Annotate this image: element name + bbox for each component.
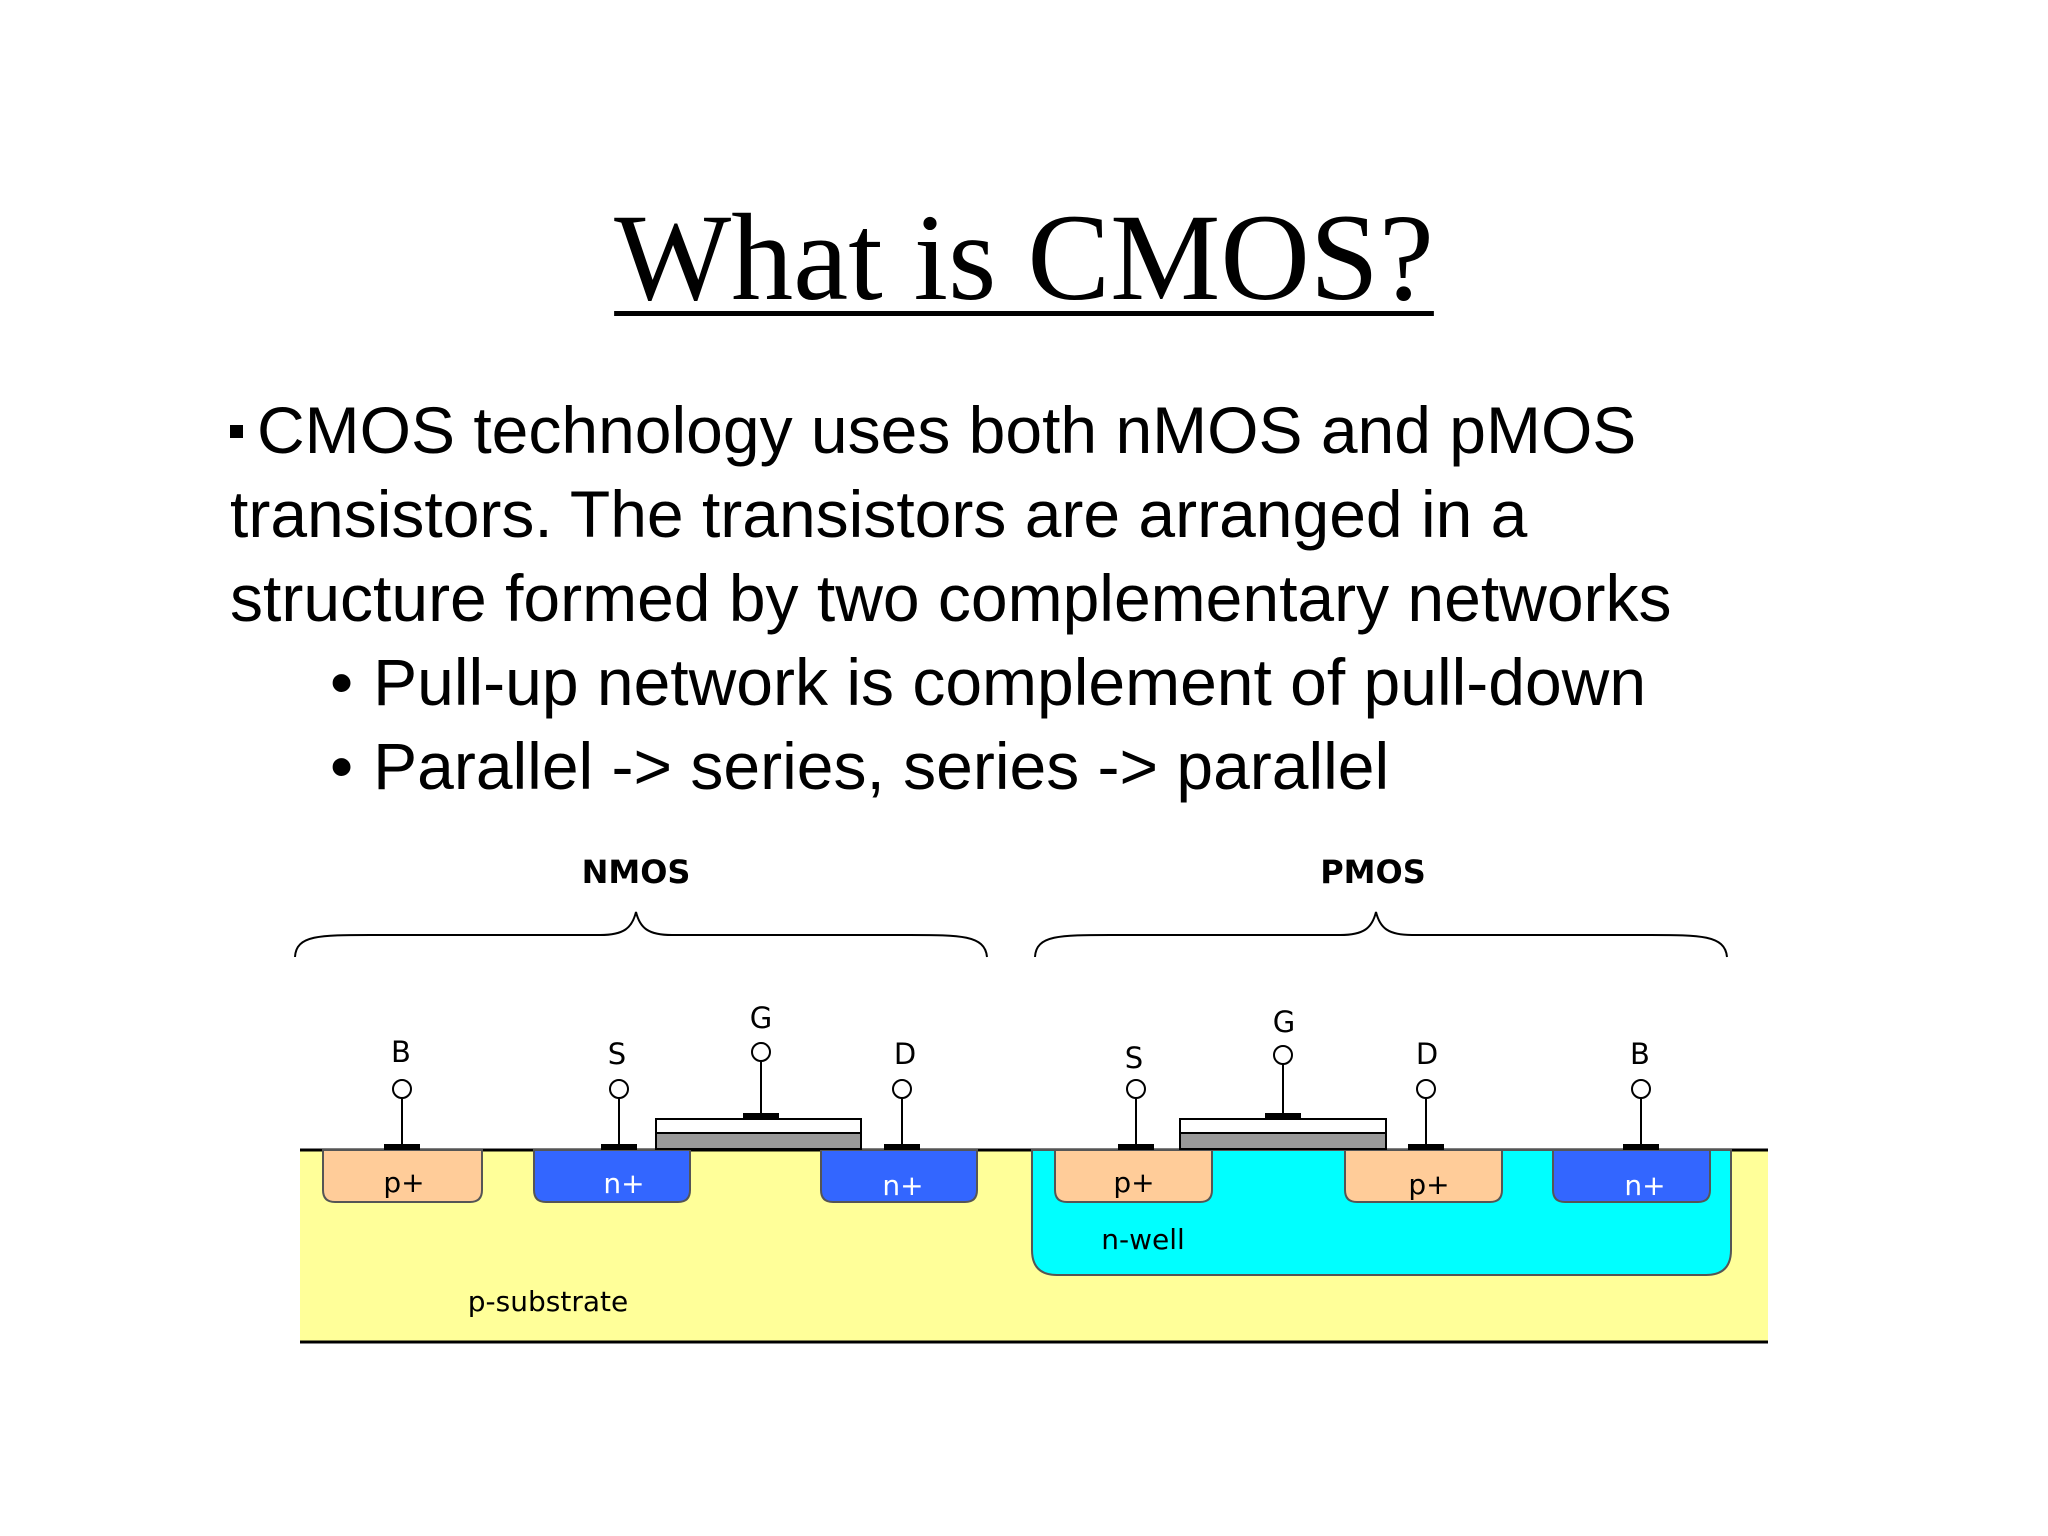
nmos-drain-label: n+	[882, 1169, 923, 1202]
pmos-label: PMOS	[1320, 853, 1426, 891]
p-substrate-label: p-substrate	[468, 1285, 628, 1318]
pmos-drain-p-plus	[1344, 1149, 1503, 1203]
sub-bullet-2-text: Parallel -> series, series -> parallel	[373, 729, 1390, 803]
nmos-label: NMOS	[582, 853, 691, 891]
nmos-body-label: p+	[383, 1166, 424, 1199]
pmos-terminal-d	[1408, 1079, 1444, 1150]
main-bullet-text-1: CMOS technology uses both nMOS and pMOS	[257, 393, 1637, 467]
slide-title-text: What is CMOS?	[614, 189, 1434, 326]
pmos-terminal-s	[1118, 1079, 1154, 1150]
pmos-body-n-plus	[1552, 1149, 1711, 1203]
pmos-source-p-plus	[1054, 1149, 1213, 1203]
nmos-d-label: D	[894, 1037, 916, 1071]
bullet-dot-icon: •	[330, 729, 354, 803]
pmos-b-label: B	[1630, 1037, 1650, 1071]
nmos-source-n-plus	[533, 1149, 691, 1203]
nmos-gate-oxide	[655, 1132, 862, 1150]
square-bullet-icon	[230, 425, 243, 439]
pmos-drain-label: p+	[1408, 1168, 1449, 1201]
pmos-gate-oxide	[1179, 1132, 1387, 1150]
nmos-brace	[294, 911, 988, 958]
main-bullet-line-1: CMOS technology uses both nMOS and pMOS	[230, 388, 1850, 472]
sub-bullet-2: • Parallel -> series, series -> parallel	[330, 724, 1389, 808]
nmos-body-p-plus	[322, 1149, 483, 1203]
main-bullet-line-2: transistors. The transistors are arrange…	[230, 477, 1528, 551]
sub-bullet-1-text: Pull-up network is complement of pull-do…	[373, 645, 1647, 719]
n-well-label: n-well	[1101, 1223, 1185, 1256]
bullet-dot-icon: •	[330, 645, 354, 719]
nmos-terminal-g	[743, 1042, 779, 1119]
nmos-g-label: G	[750, 1001, 772, 1035]
pmos-source-label: p+	[1113, 1166, 1154, 1199]
nmos-s-label: S	[608, 1037, 626, 1071]
pmos-body-label: n+	[1624, 1169, 1665, 1202]
main-bullet: CMOS technology uses both nMOS and pMOS …	[230, 388, 1850, 640]
slide-title: What is CMOS?	[0, 196, 2048, 320]
sub-bullet-1: • Pull-up network is complement of pull-d…	[330, 640, 1646, 724]
pmos-terminal-b	[1623, 1079, 1659, 1150]
main-bullet-line-3: structure formed by two complementary ne…	[230, 561, 1672, 635]
nmos-terminal-d	[884, 1079, 920, 1150]
nmos-gate-poly	[655, 1118, 862, 1134]
pmos-d-label: D	[1416, 1037, 1438, 1071]
pmos-g-label: G	[1273, 1005, 1295, 1039]
nmos-b-label: B	[391, 1035, 411, 1069]
nmos-terminal-b	[384, 1079, 420, 1150]
pmos-brace	[1034, 911, 1728, 958]
pmos-s-label: S	[1125, 1041, 1143, 1075]
nmos-source-label: n+	[603, 1167, 644, 1200]
pmos-terminal-g	[1265, 1045, 1301, 1119]
pmos-gate-poly	[1179, 1118, 1387, 1134]
nmos-drain-n-plus	[820, 1149, 978, 1203]
nmos-terminal-s	[601, 1079, 637, 1150]
